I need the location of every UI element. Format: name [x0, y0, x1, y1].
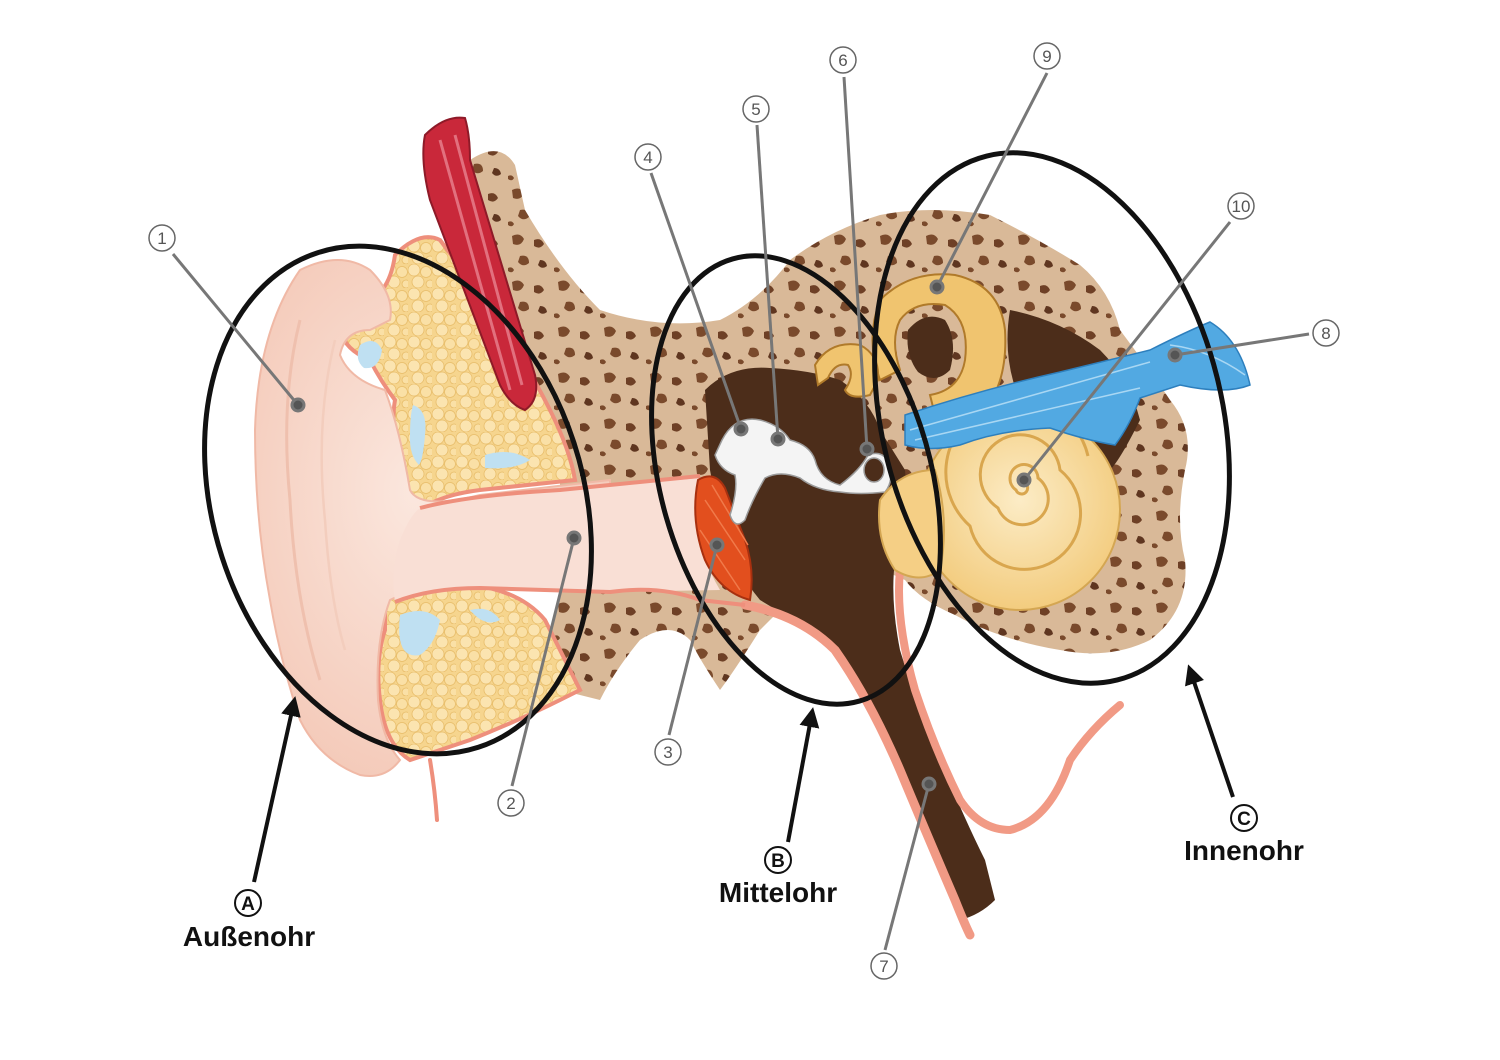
callout-9-label: 9 [1042, 47, 1051, 66]
region-label-a: A Außenohr [183, 890, 315, 952]
callout-7-label: 7 [879, 957, 888, 976]
pinna-vessel [430, 760, 437, 820]
arrow-c [1190, 670, 1233, 797]
callout-5-label: 5 [751, 100, 760, 119]
arrow-a [254, 702, 294, 882]
callout-2-label: 2 [506, 794, 515, 813]
callout-3-label: 3 [663, 743, 672, 762]
callout-4-label: 4 [643, 148, 652, 167]
region-c-letter: C [1237, 809, 1251, 830]
ear-illustration [255, 118, 1250, 935]
region-b-name: Mittelohr [719, 877, 837, 908]
callout-5: 5 [743, 96, 769, 122]
callout-4: 4 [635, 144, 661, 170]
region-b-letter: B [771, 851, 785, 872]
callout-6-label: 6 [838, 51, 847, 70]
callout-3: 3 [655, 739, 681, 765]
callout-6: 6 [830, 47, 856, 73]
region-label-b: B Mittelohr [719, 847, 837, 908]
callout-9: 9 [1034, 43, 1060, 69]
callout-7: 7 [871, 953, 897, 979]
callout-2: 2 [498, 790, 524, 816]
callout-10: 10 [1228, 193, 1254, 219]
region-label-c: C Innenohr [1184, 805, 1304, 866]
region-a-letter: A [241, 894, 255, 915]
callout-10-label: 10 [1232, 197, 1251, 216]
region-a-name: Außenohr [183, 921, 315, 952]
callout-1-label: 1 [157, 229, 166, 248]
callout-8: 8 [1313, 320, 1339, 346]
region-c-name: Innenohr [1184, 835, 1304, 866]
stapes-footplate [864, 458, 884, 482]
callout-1: 1 [149, 225, 175, 251]
arrow-b [788, 713, 812, 842]
callout-8-label: 8 [1321, 324, 1330, 343]
